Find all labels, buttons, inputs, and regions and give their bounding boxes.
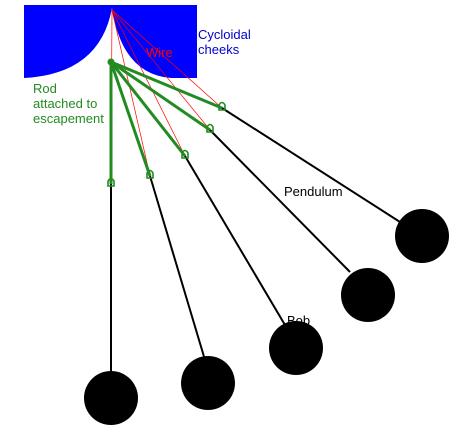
bobs bbox=[84, 209, 449, 425]
wire-4 bbox=[111, 9, 211, 131]
rod-3 bbox=[109, 61, 187, 157]
bob-3 bbox=[269, 321, 323, 375]
rod-5 bbox=[110, 60, 223, 110]
rod-label: Rod attached to escapement bbox=[33, 81, 104, 126]
bob-label: Bob bbox=[287, 313, 311, 328]
wire-3 bbox=[111, 9, 186, 157]
wire-label: Wire bbox=[146, 45, 173, 60]
pendulum-lines bbox=[110, 107, 401, 372]
wire-5 bbox=[111, 9, 223, 109]
rod-joint-1 bbox=[107, 177, 115, 187]
bob-2 bbox=[181, 356, 235, 410]
rod-4 bbox=[110, 60, 211, 132]
rod-joints bbox=[107, 101, 226, 187]
pendulum-label: Pendulum bbox=[284, 184, 343, 199]
bob-4 bbox=[341, 268, 395, 322]
pendulum-line-4 bbox=[209, 129, 351, 273]
pendulum-line-2 bbox=[149, 175, 206, 361]
rods bbox=[109, 60, 223, 184]
cycloidal-cheeks-shape bbox=[24, 5, 197, 78]
pendulum-line-5 bbox=[221, 107, 401, 223]
rod-joint-2 bbox=[146, 169, 154, 179]
rod-joint-5 bbox=[218, 101, 226, 111]
rod-pivot bbox=[107, 58, 115, 66]
rod-joint-4 bbox=[206, 123, 214, 133]
cycloidal-cheeks-label: Cycloidal cheeks bbox=[198, 27, 251, 57]
bob-5 bbox=[395, 209, 449, 263]
wire-2 bbox=[111, 9, 151, 177]
rod-2 bbox=[109, 61, 152, 177]
rod-joint-3 bbox=[181, 149, 189, 159]
bob-1 bbox=[84, 371, 138, 425]
pendulum-line-3 bbox=[184, 155, 286, 326]
